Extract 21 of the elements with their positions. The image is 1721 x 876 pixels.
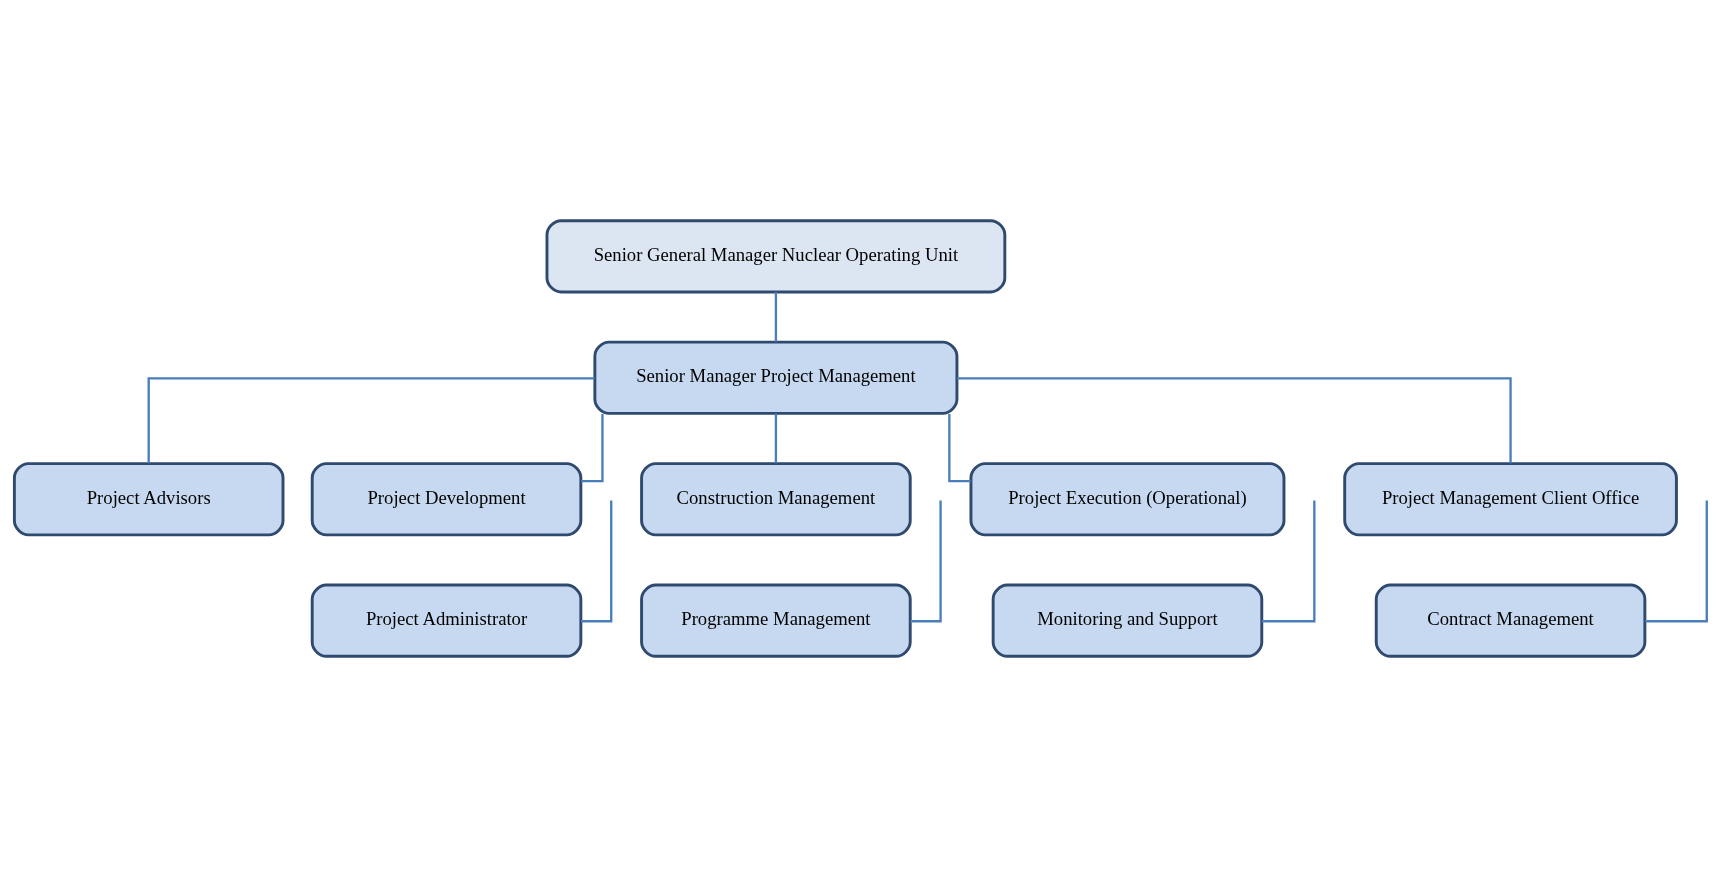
connector [947, 413, 971, 482]
connector [774, 291, 777, 342]
node-box: Project Management Client Office [1342, 461, 1678, 536]
connector [580, 500, 612, 622]
node-box: Project Development [310, 461, 582, 536]
node-box: Project Execution (Operational) [969, 461, 1285, 536]
node-box: Monitoring and Support [991, 583, 1263, 658]
node-box: Programme Management [639, 583, 912, 658]
node-box: Contract Management [1374, 583, 1646, 658]
connector [1644, 500, 1708, 622]
connector [956, 376, 1512, 463]
connector [1261, 500, 1315, 622]
node-box: Senior Manager Project Management [592, 340, 958, 415]
node-box: Construction Management [639, 461, 912, 536]
connector [774, 413, 777, 463]
connector [580, 413, 604, 482]
connector [909, 500, 942, 622]
node-box: Project Advisors [12, 461, 284, 536]
node-box: Senior General Manager Nuclear Operating Unit [545, 218, 1006, 293]
connector [147, 376, 594, 463]
node-box: Project Administrator [310, 583, 582, 658]
